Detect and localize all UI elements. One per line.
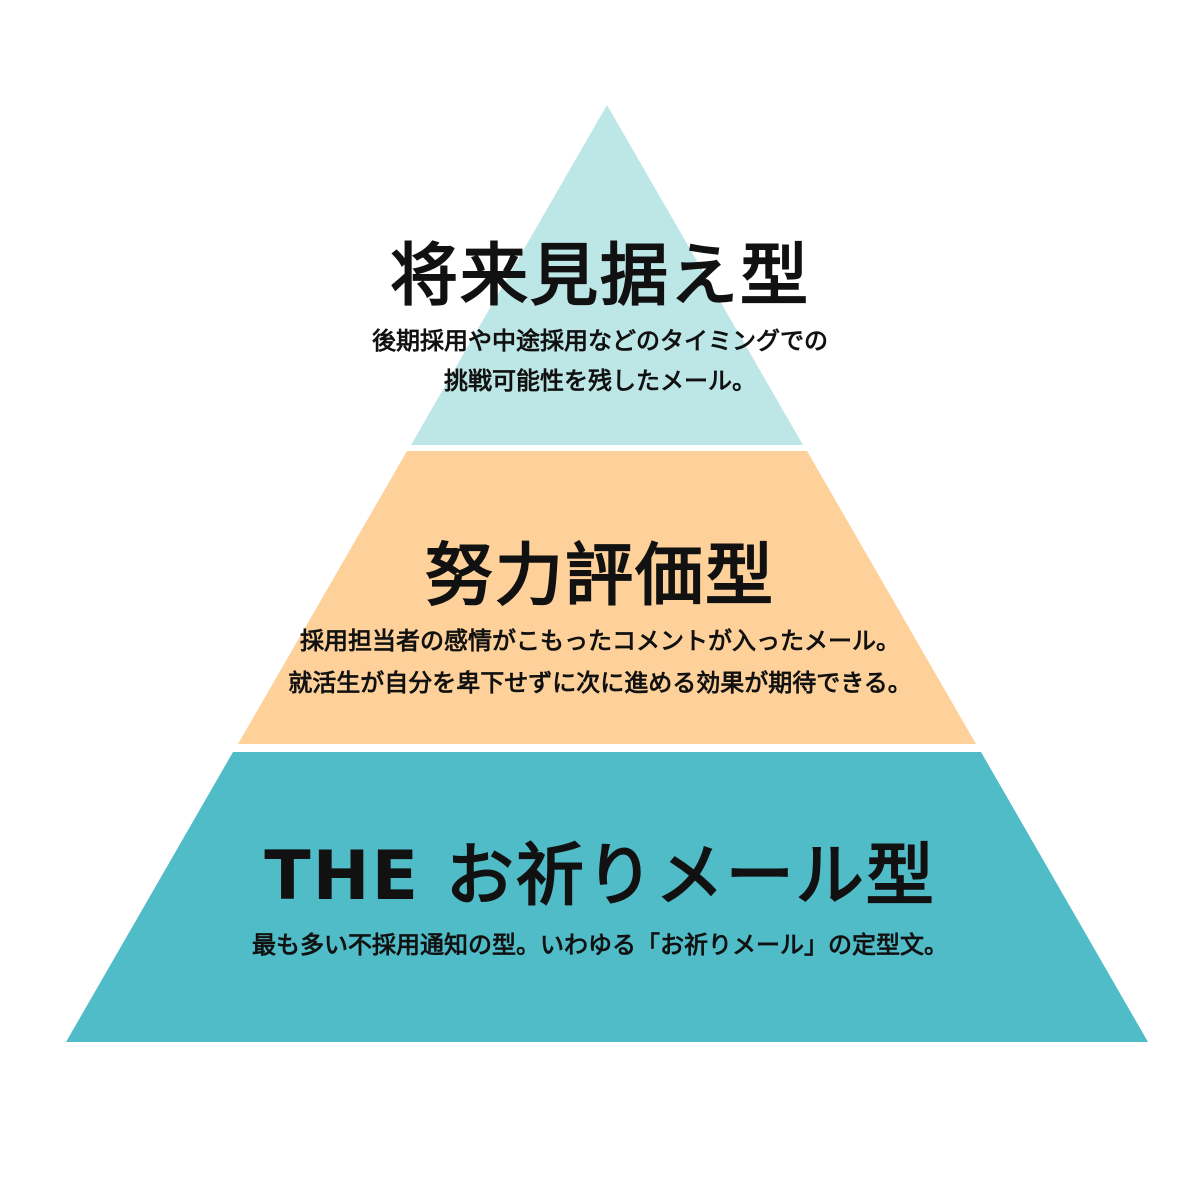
tier-middle-desc-line-1: 採用担当者の感情がこもったコメントが入ったメール。 <box>300 627 900 655</box>
tier-bottom-desc-line-1: 最も多い不採用通知の型。いわゆる「お祈りメール」の定型文。 <box>252 931 948 959</box>
tier-middle-desc-line-2: 就活生が自分を卑下せずに次に進める効果が期待できる。 <box>288 669 912 697</box>
tier-bottom-title: THE お祈りメール型 <box>264 837 936 916</box>
tier-middle-shape <box>238 451 976 744</box>
tier-middle-title: 努力評価型 <box>424 537 775 616</box>
tier-top-desc-line-1: 後期採用や中途採用などのタイミングでの <box>372 327 828 355</box>
tier-top-title: 将来見据え型 <box>389 237 810 316</box>
tier-bottom-shape <box>66 752 1148 1042</box>
tier-top-shape <box>411 105 803 445</box>
tier-top-desc-line-2: 挑戦可能性を残したメール。 <box>444 367 756 395</box>
